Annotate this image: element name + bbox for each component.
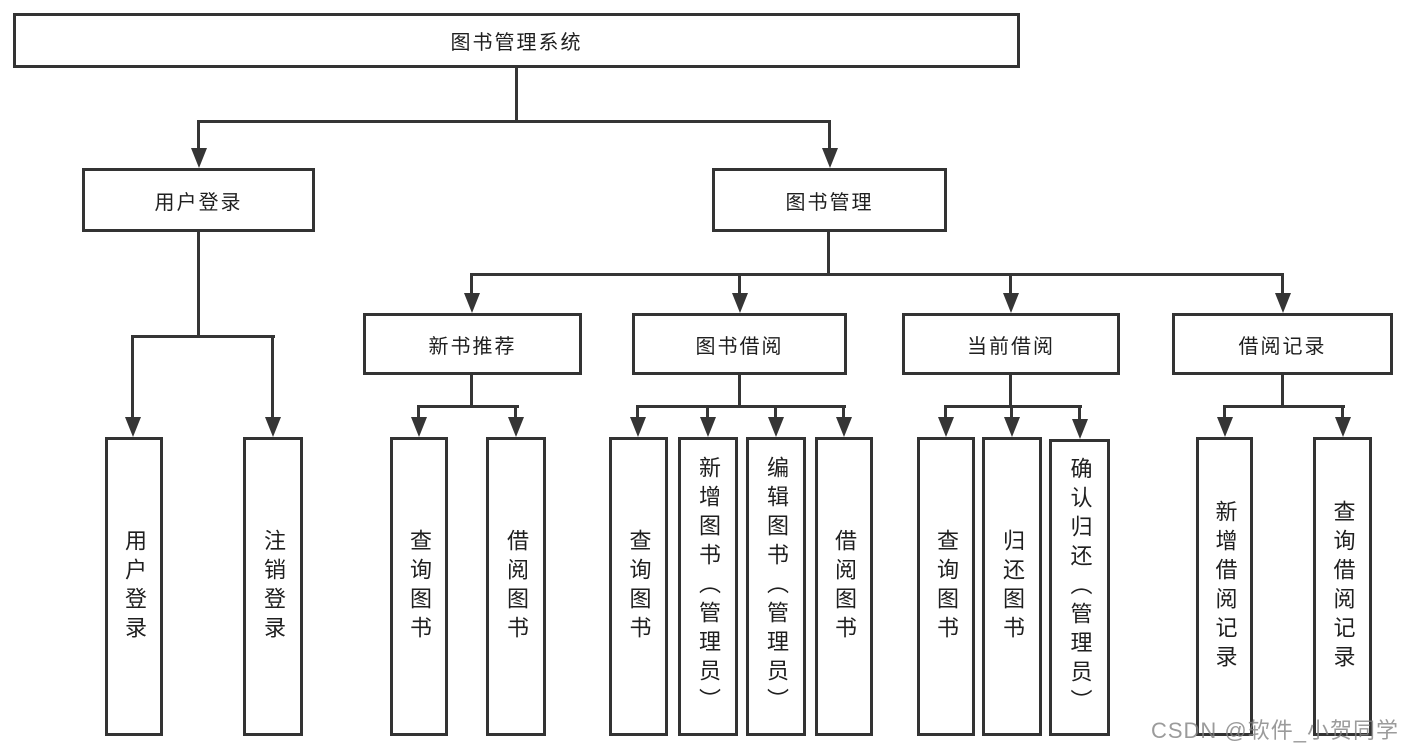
arrow-down-icon [836, 417, 852, 437]
connector-to-leaf [944, 405, 947, 419]
node-book-borrowing-label: 图书借阅 [695, 335, 784, 358]
leaf-user-login-label: 用户登录 [122, 528, 147, 645]
node-user-login-label: 用户登录 [154, 191, 243, 214]
csdn-watermark: CSDN @软件_小贺同学 [1150, 718, 1399, 743]
node-book-borrowing: 图书借阅 [632, 313, 847, 375]
leaf-br-add-record-label: 新增借阅记录 [1212, 499, 1238, 674]
node-current-borrowing: 当前借阅 [902, 313, 1120, 375]
leaf-br-query-record-label: 查询借阅记录 [1330, 499, 1356, 674]
connector-to-leaf [774, 405, 777, 419]
connector-to-user-login [197, 120, 200, 150]
connector-to-node [470, 273, 473, 297]
connector-root-stub [515, 68, 518, 122]
leaf-nb-borrow-books: 借阅图书 [486, 437, 546, 736]
leaf-cb-return-books-label: 归还图书 [1000, 528, 1025, 645]
leaf-bb-borrow-books: 借阅图书 [815, 437, 873, 736]
connector-to-node [1281, 273, 1284, 297]
connector-newbook-hline [417, 405, 519, 408]
arrow-down-icon [700, 417, 716, 437]
leaf-nb-borrow-books-label: 借阅图书 [504, 528, 529, 645]
leaf-bb-add-book-admin-label: 新增图书（管理员） [696, 456, 721, 717]
leaf-bb-query-books-label: 查询图书 [626, 528, 652, 645]
node-book-management: 图书管理 [712, 168, 947, 232]
leaf-user-login: 用户登录 [105, 437, 163, 736]
leaf-cb-confirm-return-admin: 确认归还（管理员） [1049, 439, 1110, 736]
connector-bookmgmt-stub [827, 232, 830, 276]
leaf-br-query-record: 查询借阅记录 [1313, 437, 1372, 736]
connector-to-leaf [1078, 405, 1081, 421]
node-book-management-label: 图书管理 [785, 191, 874, 214]
arrow-down-icon [630, 417, 646, 437]
connector-records-hline [1223, 405, 1345, 408]
connector-to-leaf [131, 335, 134, 419]
arrow-down-icon [191, 148, 207, 168]
connector-newbook-stub [470, 375, 473, 407]
leaf-cb-return-books: 归还图书 [982, 437, 1042, 736]
arrow-down-icon [508, 417, 524, 437]
connector-bookborrow-hline [636, 405, 846, 408]
arrow-down-icon [464, 293, 480, 313]
arrow-down-icon [1217, 417, 1233, 437]
connector-to-leaf [1010, 405, 1013, 419]
connector-to-leaf [1223, 405, 1226, 419]
leaf-bb-edit-book-admin-label: 编辑图书（管理员） [764, 456, 789, 717]
node-user-login: 用户登录 [82, 168, 315, 232]
arrow-down-icon [822, 148, 838, 168]
connector-to-leaf [842, 405, 845, 419]
leaf-logout: 注销登录 [243, 437, 303, 736]
leaf-cb-confirm-return-admin-label: 确认归还（管理员） [1067, 457, 1093, 718]
leaf-nb-query-books-label: 查询图书 [407, 528, 432, 645]
leaf-nb-query-books: 查询图书 [390, 437, 448, 736]
node-borrowing-records-label: 借阅记录 [1238, 335, 1327, 358]
node-borrowing-records: 借阅记录 [1172, 313, 1393, 375]
arrow-down-icon [265, 417, 281, 437]
connector-to-leaf [706, 405, 709, 419]
arrow-down-icon [1004, 417, 1020, 437]
connector-currentborrow-stub [1009, 375, 1012, 407]
connector-level3-hline [470, 273, 1284, 276]
leaf-cb-query-books-label: 查询图书 [934, 528, 959, 645]
connector-currentborrow-hline [944, 405, 1082, 408]
leaf-logout-label: 注销登录 [261, 528, 286, 645]
connector-to-leaf [1341, 405, 1344, 419]
arrow-down-icon [1335, 417, 1351, 437]
node-new-book-recommend: 新书推荐 [363, 313, 582, 375]
arrow-down-icon [732, 293, 748, 313]
node-new-book-recommend-label: 新书推荐 [428, 335, 517, 358]
connector-bookborrow-stub [738, 375, 741, 407]
leaf-bb-borrow-books-label: 借阅图书 [832, 528, 857, 645]
connector-userlogin-stub [197, 232, 200, 337]
connector-to-leaf [417, 405, 420, 419]
arrow-down-icon [1072, 419, 1088, 439]
arrow-down-icon [1275, 293, 1291, 313]
connector-to-leaf [271, 335, 274, 419]
node-library-system-label: 图书管理系统 [450, 32, 583, 54]
connector-to-node [738, 273, 741, 297]
connector-records-stub [1281, 375, 1284, 407]
node-library-system: 图书管理系统 [13, 13, 1020, 68]
leaf-br-add-record: 新增借阅记录 [1196, 437, 1253, 736]
arrow-down-icon [125, 417, 141, 437]
leaf-bb-edit-book-admin: 编辑图书（管理员） [746, 437, 806, 736]
arrow-down-icon [768, 417, 784, 437]
connector-userlogin-hline [131, 335, 275, 338]
connector-level1-hline [197, 120, 831, 123]
arrow-down-icon [938, 417, 954, 437]
connector-to-book-management [828, 120, 831, 150]
connector-to-leaf [514, 405, 517, 419]
leaf-cb-query-books: 查询图书 [917, 437, 975, 736]
connector-to-leaf [636, 405, 639, 419]
node-current-borrowing-label: 当前借阅 [967, 335, 1055, 358]
arrow-down-icon [1003, 293, 1019, 313]
leaf-bb-add-book-admin: 新增图书（管理员） [678, 437, 738, 736]
connector-to-node [1009, 273, 1012, 297]
arrow-down-icon [411, 417, 427, 437]
leaf-bb-query-books: 查询图书 [609, 437, 668, 736]
